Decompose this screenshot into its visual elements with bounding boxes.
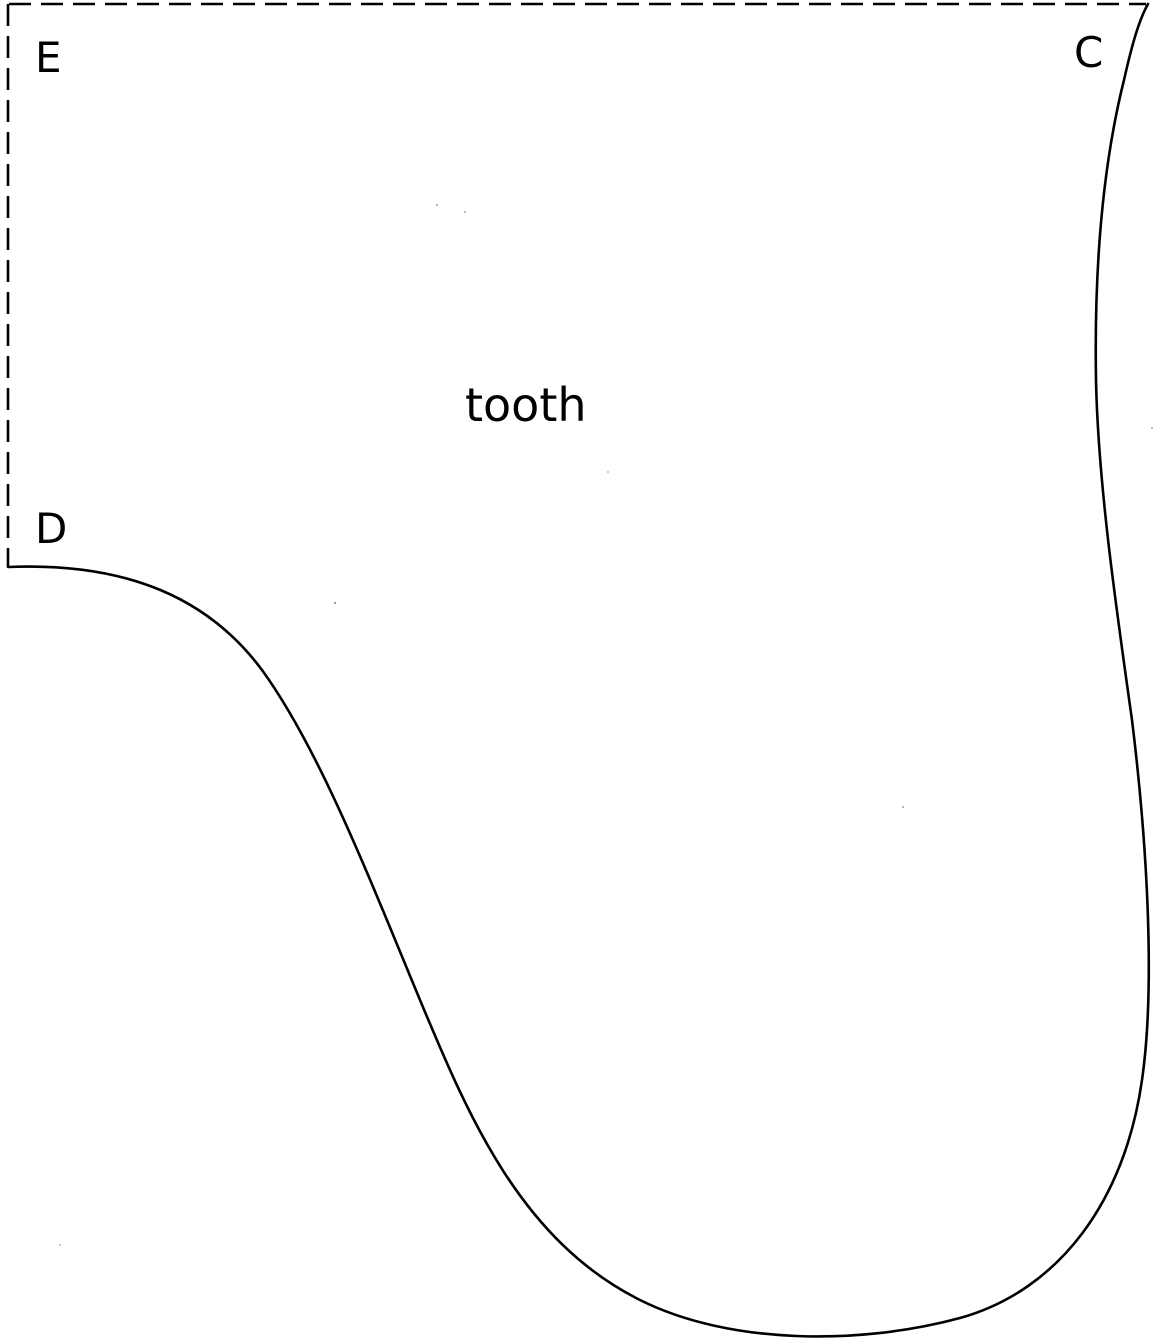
region-label: tooth <box>465 378 587 432</box>
corner-label-e: E <box>35 33 62 82</box>
corner-label-c: C <box>1074 28 1103 77</box>
scan-specks <box>59 204 1152 1245</box>
corner-label-d: D <box>35 504 67 553</box>
tooth-outline-curve <box>8 4 1149 1336</box>
